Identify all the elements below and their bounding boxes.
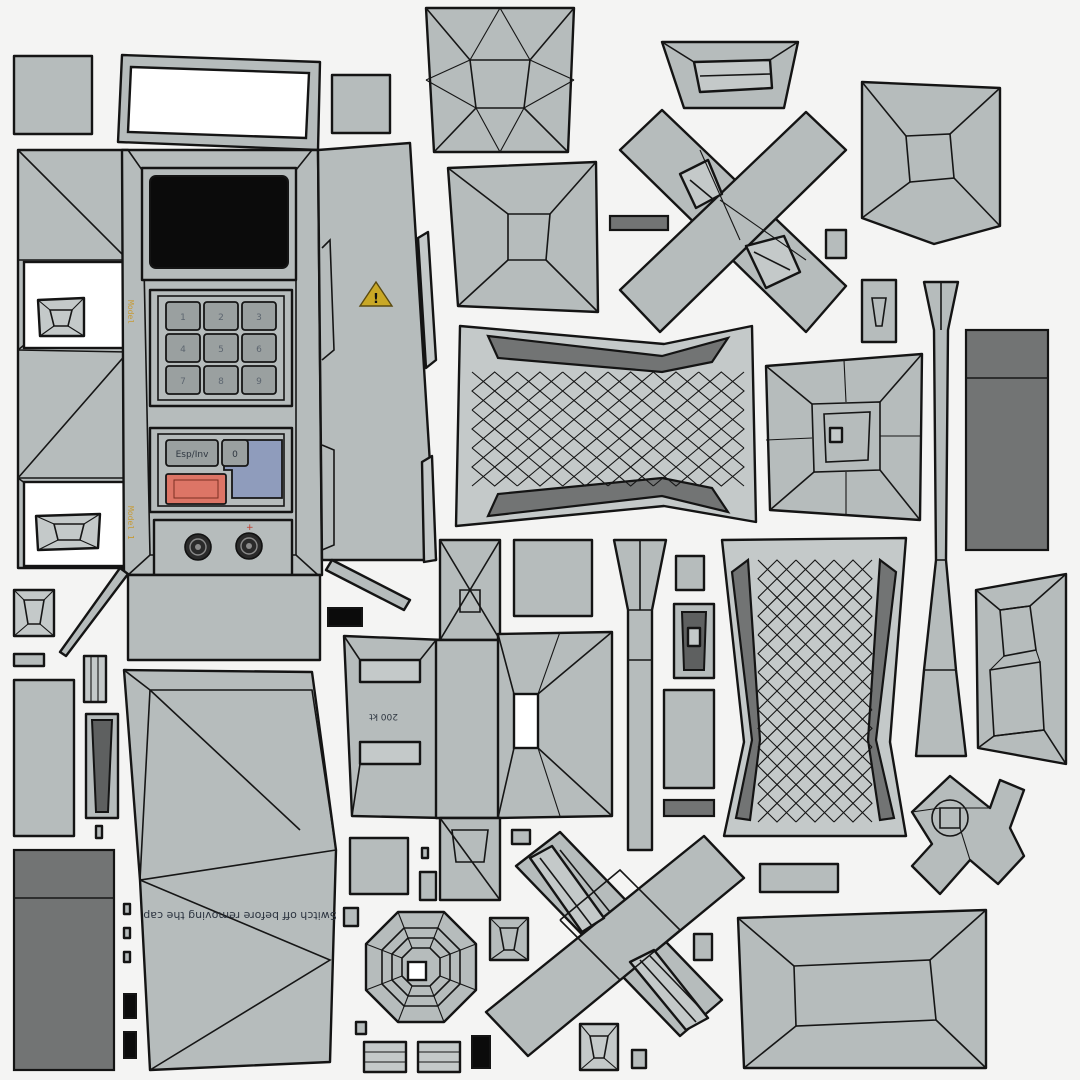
- triangulated-mesh-vertical: [757, 559, 873, 823]
- mesh-cell: [833, 783, 873, 823]
- uv-island-tiny-strip: [12, 652, 46, 668]
- key-4: 4: [165, 333, 201, 363]
- esp-inv-button: [165, 439, 219, 467]
- vent-icon-upper: [36, 296, 86, 338]
- device-body-unwrap: 1 2 3 4 5 6 7 8 9 Esp/Inv 0 Model Model …: [16, 53, 438, 658]
- key-6-label: 6: [256, 345, 262, 355]
- uv-island-ribbed-bottom-1: [362, 1040, 408, 1074]
- zero-button: [221, 439, 249, 467]
- triangulated-mesh: [471, 371, 745, 487]
- uv-island-left-tall: [12, 678, 76, 838]
- uv-island-left-small-vent: [12, 588, 56, 638]
- uv-island-cube-vent: [764, 352, 924, 522]
- uv-island-small-vent-bottom-2: [578, 1022, 620, 1072]
- panel-stamp: 200 kt: [369, 711, 398, 721]
- key-9-label: 9: [256, 377, 262, 387]
- uv-island-dark-block-left: [12, 848, 116, 1072]
- key-9: 9: [241, 365, 277, 395]
- uv-island-dark-tall-block: [964, 328, 1050, 552]
- keypad: 1 2 3 4 5 6 7 8 9: [165, 301, 277, 395]
- uv-island-x-cross-bottom: [484, 830, 746, 1058]
- mesh-cell: [697, 447, 745, 487]
- uv-island-vertical-spine: [438, 538, 502, 642]
- mesh-cell: [516, 447, 564, 487]
- mesh-cell: [561, 447, 609, 487]
- device-back-panel: Switch off before removing the cap: [122, 573, 338, 1072]
- key-2: 2: [203, 301, 239, 331]
- uv-island-tapered-bracket: [612, 538, 668, 852]
- window-panel-left-2: [358, 740, 422, 766]
- key-7: 7: [165, 365, 201, 395]
- key-3-label: 3: [256, 313, 262, 323]
- mesh-cell: [795, 783, 835, 823]
- uv-island-topleft-tile: [12, 54, 94, 136]
- uv-island-ribbed-strip: [82, 654, 108, 704]
- uv-island-dark-inset-block: [672, 602, 716, 680]
- key-4-label: 4: [180, 345, 186, 355]
- uv-island-dark-bar-top: [608, 214, 670, 232]
- uv-island-x-cross-top: [618, 108, 848, 334]
- key-8: 8: [203, 365, 239, 395]
- uv-island-thin-strut: [914, 280, 968, 758]
- uv-island-bottom-right-tray: [736, 908, 988, 1070]
- esp-inv-label: Esp/Inv: [176, 450, 209, 460]
- uv-island-unfolded-box: 200 kt: [342, 630, 614, 902]
- uv-island-small-vent-bottom: [488, 916, 530, 962]
- uv-island-mesh-wing-horizontal: [454, 324, 758, 528]
- display-screen: [149, 175, 289, 269]
- key-5-label: 5: [218, 345, 224, 355]
- key-7-label: 7: [180, 377, 186, 387]
- side-label-upper: Model: [126, 300, 135, 324]
- key-2-label: 2: [218, 313, 224, 323]
- uv-island-square-mid: [512, 538, 594, 618]
- uv-island-trapezoid-cap: [660, 40, 800, 110]
- mesh-cell: [652, 447, 700, 487]
- connector-port-left: [184, 533, 212, 561]
- zero-label: 0: [232, 450, 238, 460]
- key-6: 6: [241, 333, 277, 363]
- uv-island-ribbed-bottom-2: [416, 1040, 462, 1074]
- key-8-label: 8: [218, 377, 224, 387]
- uv-island-right-pyramid: [860, 80, 1002, 246]
- mesh-cell: [757, 783, 797, 823]
- uv-island-mesh-wing-vertical: [720, 536, 908, 838]
- mesh-cell: [471, 447, 519, 487]
- window-panel-left: [358, 658, 422, 684]
- key-1-label: 1: [180, 313, 186, 323]
- uv-island-octagon: [364, 910, 478, 1024]
- key-3: 3: [241, 301, 277, 331]
- window-panel-right: [512, 692, 540, 750]
- connector-port-right: [235, 532, 263, 560]
- uv-island-small-square-top: [330, 73, 392, 135]
- vent-icon-lower: [34, 512, 102, 552]
- notice-text: Switch off before removing the cap: [143, 909, 336, 922]
- uv-island-rotated-cluster: [910, 774, 1026, 896]
- key-1: 1: [165, 301, 201, 331]
- port-label: +: [246, 523, 254, 533]
- mesh-cell: [607, 447, 655, 487]
- uv-island-top-pyramid: [424, 6, 576, 154]
- key-5: 5: [203, 333, 239, 363]
- uv-island-right-angular: [974, 572, 1068, 766]
- warning-symbol: !: [373, 292, 379, 307]
- uv-island-dark-vertical-slot: [84, 712, 120, 820]
- uv-island-square-block: [446, 160, 600, 314]
- warning-triangle-icon: !: [358, 280, 394, 307]
- red-button: [165, 473, 227, 505]
- side-label-lower: Model 1: [126, 506, 135, 540]
